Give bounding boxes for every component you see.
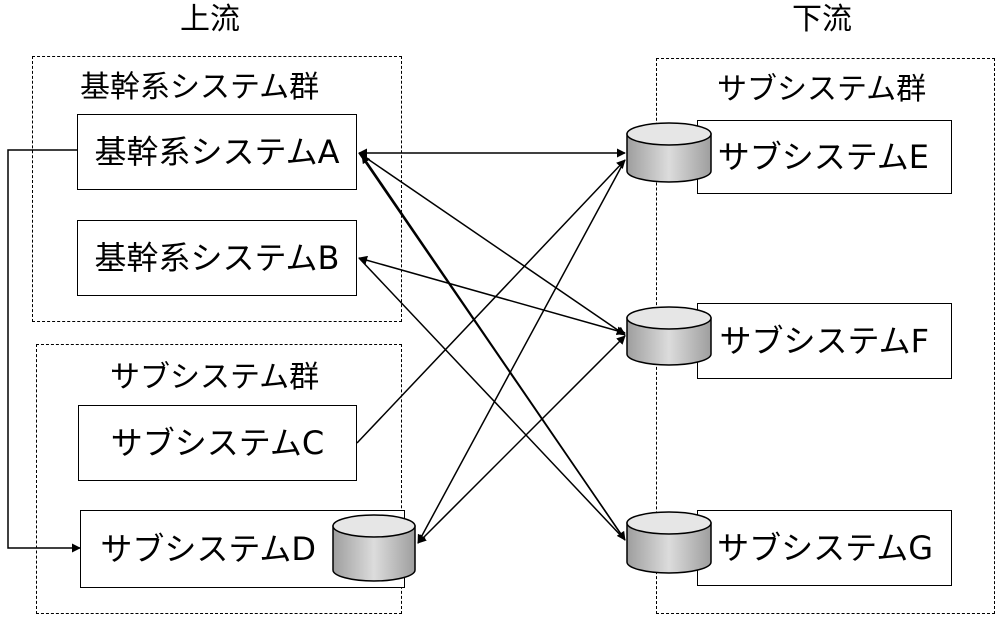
system-e-label: サブシステムE [717, 138, 929, 176]
system-c-box: サブシステムC [78, 405, 357, 481]
core-systems-group [32, 56, 402, 322]
system-g-label: サブシステムG [717, 529, 933, 567]
connector-e-to-d [417, 159, 626, 544]
core-systems-group-label: 基幹系システム群 [80, 70, 320, 105]
system-b-label: 基幹系システムB [94, 239, 340, 277]
system-e-box: サブシステムE [697, 120, 952, 194]
downstream-subsystems-group-label: サブシステム群 [717, 72, 927, 107]
connector-b-to-f [358, 255, 626, 336]
upstream-heading: 上流 [180, 2, 240, 37]
system-b-box: 基幹系システムB [77, 220, 357, 296]
connector-a-to-f [358, 152, 626, 336]
system-a-box: 基幹系システムA [77, 114, 357, 190]
upstream-subsystems-group [36, 344, 402, 614]
system-g-box: サブシステムG [697, 510, 952, 586]
system-d-label: サブシステムD [100, 530, 316, 568]
upstream-subsystems-group-label: サブシステム群 [110, 360, 320, 395]
connector-f-to-d [417, 335, 626, 544]
database-icon-g [626, 511, 712, 574]
system-c-label: サブシステムC [110, 424, 325, 462]
system-f-box: サブシステムF [697, 303, 952, 379]
database-icon-e [626, 122, 712, 183]
database-icon-f [626, 306, 712, 366]
system-a-label: 基幹系システムA [94, 133, 340, 171]
database-icon-d [332, 514, 416, 582]
connector-c-to-e [356, 159, 626, 444]
downstream-heading: 下流 [792, 2, 852, 37]
connector-a-to-d [7, 149, 81, 553]
connector-g-to-a [361, 154, 626, 541]
system-f-label: サブシステムF [719, 322, 929, 360]
